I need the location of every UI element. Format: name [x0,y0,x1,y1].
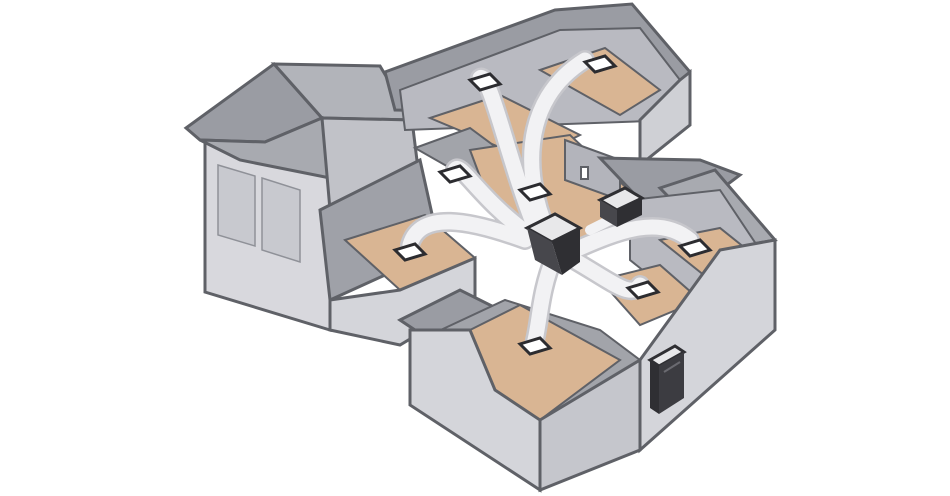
ceiling-vent-5 [392,242,428,262]
front-right-wall [538,357,642,493]
wall-switch [580,166,589,180]
ceiling-vent-1 [467,72,503,92]
ceiling-vent-4 [517,182,553,202]
indoor-units [523,186,646,275]
duct-6 [567,219,698,258]
garage-door-left [217,163,256,248]
indoor-unit-back [596,186,646,227]
ceiling-vent-6 [677,238,713,258]
outdoor-unit [647,344,687,414]
outdoor-unit-side [659,352,684,414]
indoor-unit-front-face [527,228,562,275]
left-wing [183,61,422,333]
back-outer-wall [638,68,692,169]
indoor-unit-front-side [552,228,580,275]
ceiling-vents [392,54,713,356]
duct-4 [402,214,533,253]
ceiling-vent-3 [437,164,473,184]
outdoor-unit-grille [663,361,681,373]
ceiling-vent-8 [517,336,553,356]
garage-door-right [261,176,301,264]
front-wing [397,288,642,493]
ceiling-vent-7 [625,280,661,300]
outdoor-unit-front [650,360,659,414]
indoor-unit-front [523,212,584,275]
ceiling-vent-2 [582,54,618,74]
indoor-unit-back-side [617,198,642,227]
indoor-unit-back-front [600,200,617,227]
